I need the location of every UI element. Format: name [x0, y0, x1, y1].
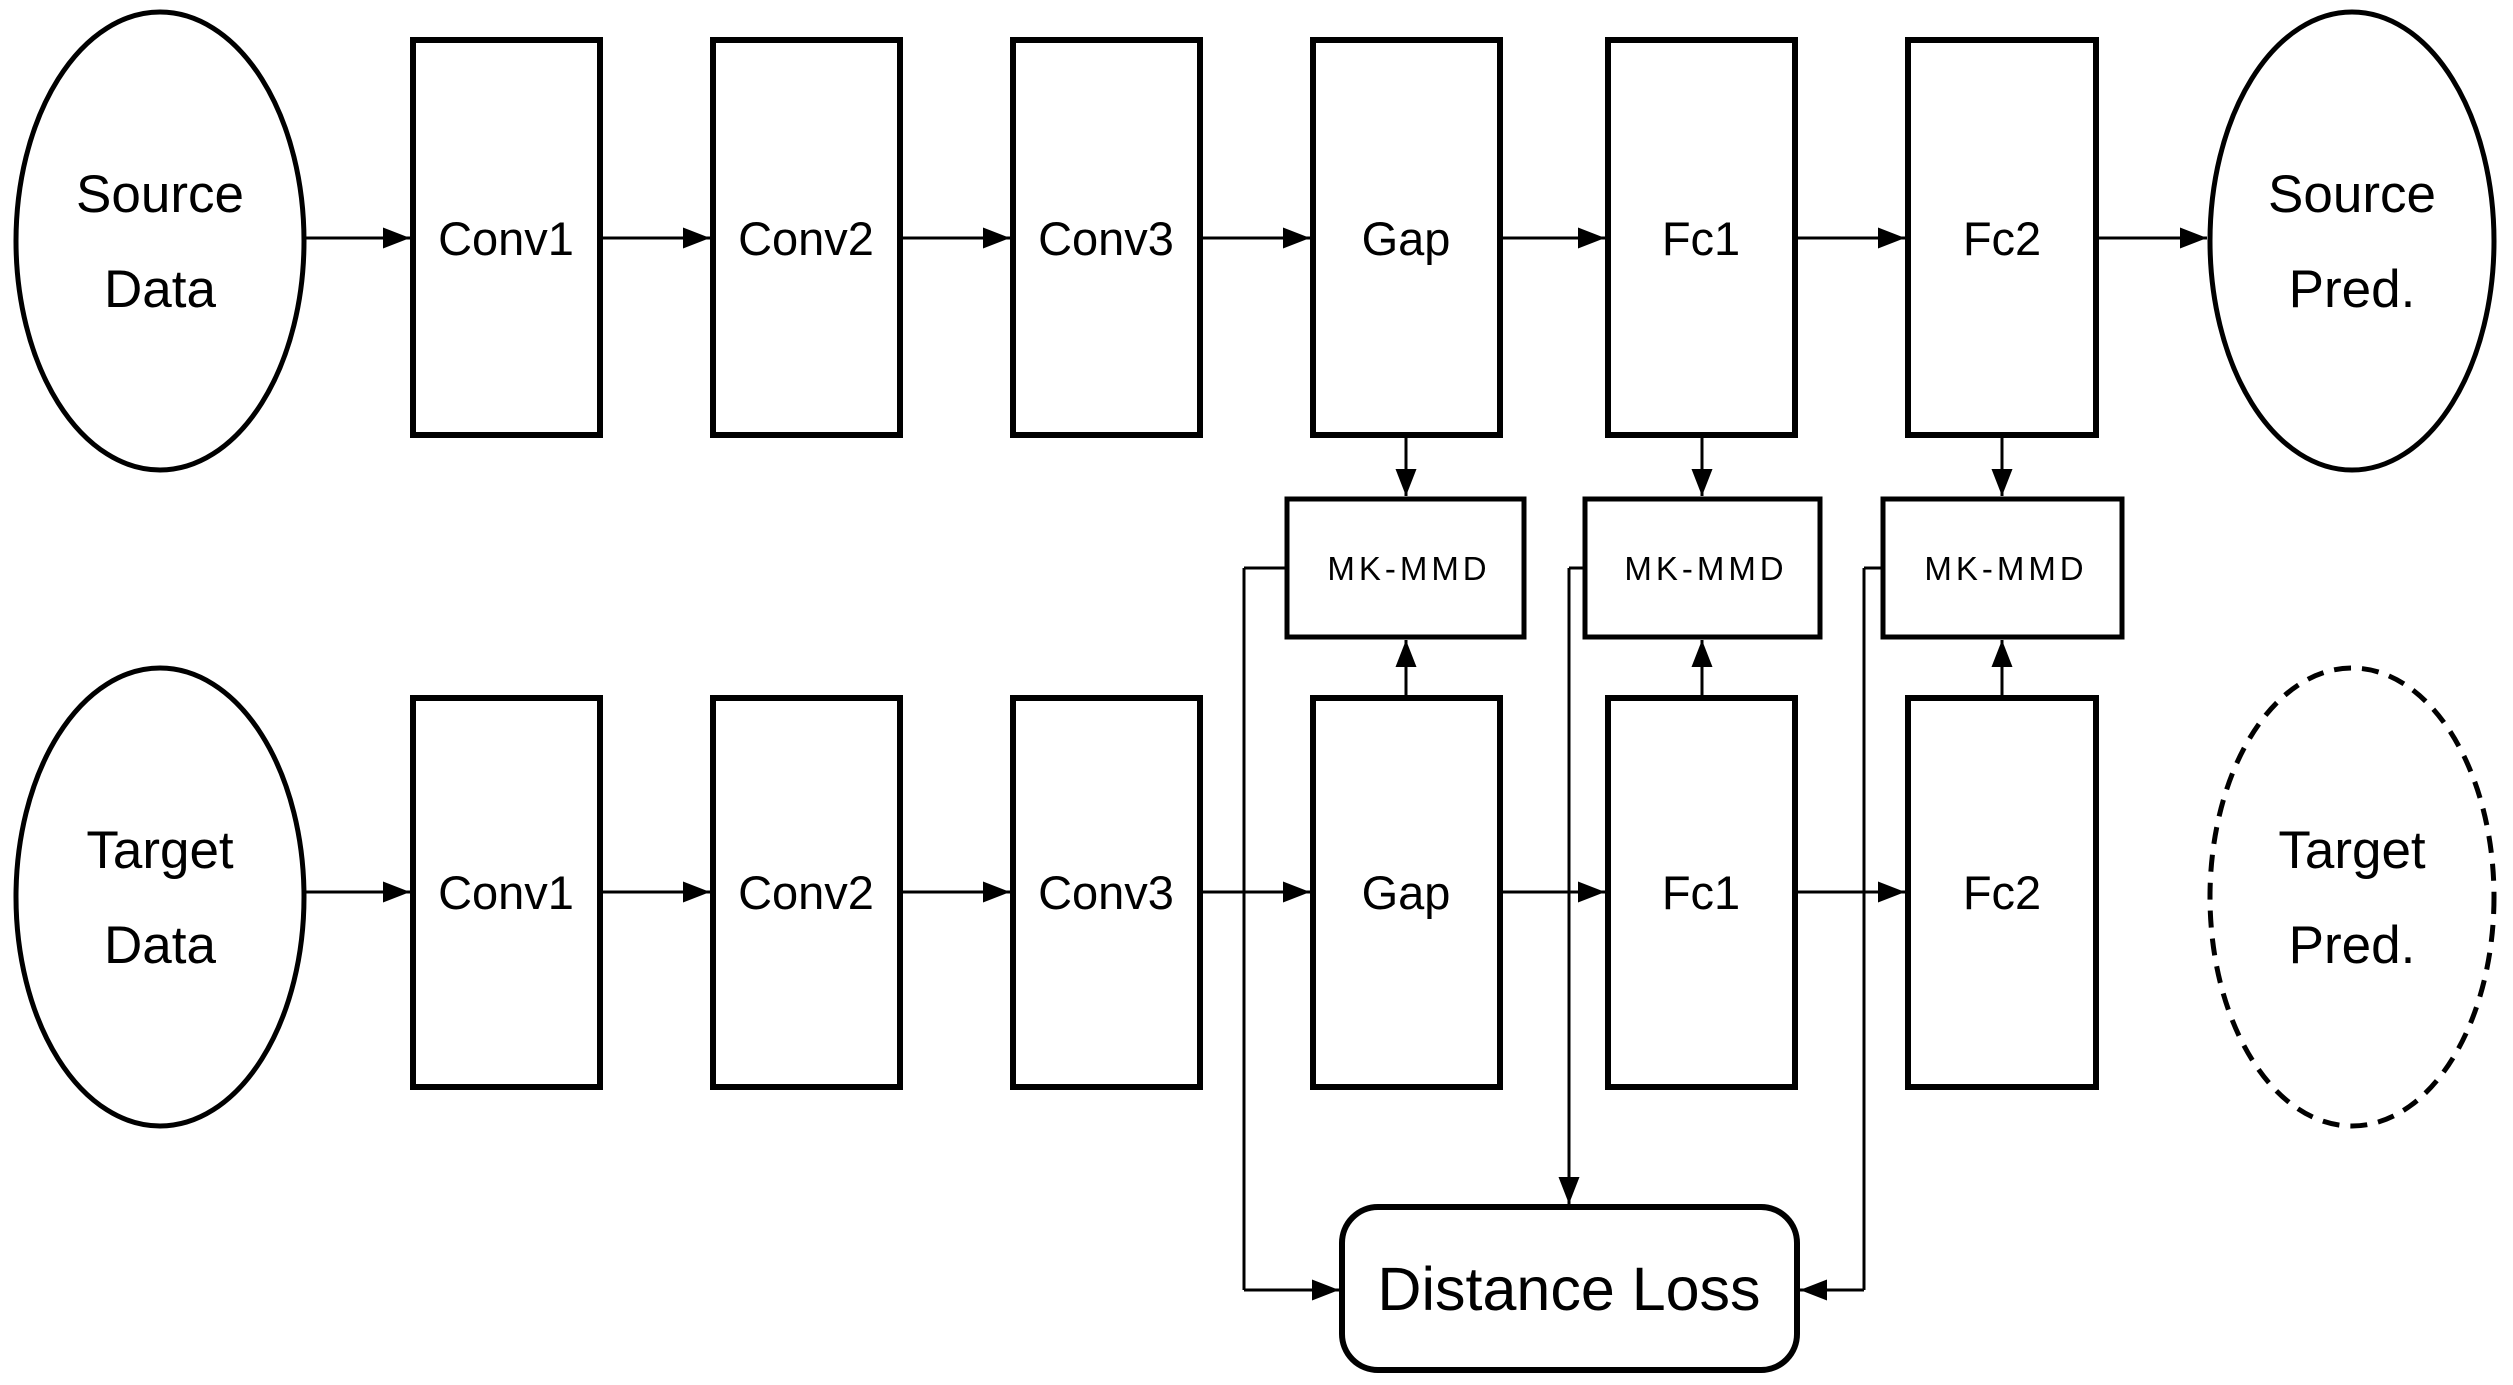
node-target-data: Target Data [13, 665, 307, 1129]
top-conv2-label: Conv2 [738, 212, 874, 265]
node-bottom-fc2: Fc2 [1905, 695, 2099, 1090]
mkmmd2-label: MK-MMD [1624, 550, 1787, 587]
mkmmd3-label: MK-MMD [1924, 550, 2087, 587]
node-bottom-gap: Gap [1310, 695, 1503, 1090]
node-bottom-conv3: Conv3 [1010, 695, 1203, 1090]
target-data-ellipse [13, 665, 307, 1129]
node-source-pred: Source Pred. [2207, 9, 2497, 473]
node-top-conv2: Conv2 [710, 37, 903, 438]
node-distance-loss: Distance Loss [1339, 1204, 1800, 1373]
source-pred-label-line1: Source [2268, 165, 2436, 224]
target-pred-label-line1: Target [2278, 821, 2426, 880]
top-row-layers: Conv1 Conv2 Conv3 Gap Fc1 Fc2 [410, 37, 2099, 438]
node-bottom-fc1: Fc1 [1605, 695, 1798, 1090]
top-gap-box [1310, 37, 1503, 438]
bottom-conv1-label: Conv1 [438, 866, 574, 919]
mkmmd-layers: MK-MMD MK-MMD MK-MMD [1284, 496, 2125, 640]
source-data-ellipse [13, 9, 307, 473]
bottom-fc2-box [1905, 695, 2099, 1090]
bottom-conv3-box [1010, 695, 1203, 1090]
bottom-conv2-label: Conv2 [738, 866, 874, 919]
bottom-gap-label: Gap [1362, 866, 1451, 919]
top-fc2-label: Fc2 [1963, 212, 2041, 265]
top-conv3-label: Conv3 [1038, 212, 1174, 265]
top-conv1-box [410, 37, 603, 438]
node-mkmmd3: MK-MMD [1880, 496, 2125, 640]
bottom-fc2-label: Fc2 [1963, 866, 2041, 919]
bottom-row-layers: Conv1 Conv2 Conv3 Gap Fc1 Fc2 [410, 695, 2099, 1090]
distance-loss-label: Distance Loss [1377, 1255, 1760, 1323]
node-top-fc1: Fc1 [1605, 37, 1798, 438]
bottom-fc1-box [1605, 695, 1798, 1090]
node-top-conv1: Conv1 [410, 37, 603, 438]
bottom-conv3-label: Conv3 [1038, 866, 1174, 919]
source-data-label-line1: Source [76, 165, 244, 224]
node-mkmmd1: MK-MMD [1284, 496, 1527, 640]
node-top-gap: Gap [1310, 37, 1503, 438]
top-conv3-box [1010, 37, 1203, 438]
top-conv2-box [710, 37, 903, 438]
mkmmd1-box [1284, 496, 1527, 640]
connector-lines [304, 227, 2207, 1301]
distance-loss-box [1339, 1204, 1800, 1373]
node-top-fc2: Fc2 [1905, 37, 2099, 438]
target-pred-ellipse [2207, 665, 2497, 1129]
mkmmd1-label: MK-MMD [1327, 550, 1490, 587]
bottom-gap-box [1310, 695, 1503, 1090]
top-gap-label: Gap [1362, 212, 1451, 265]
source-pred-ellipse [2207, 9, 2497, 473]
node-bottom-conv1: Conv1 [410, 695, 603, 1090]
top-fc1-box [1605, 37, 1798, 438]
bottom-fc1-label: Fc1 [1662, 866, 1740, 919]
source-pred-label-line2: Pred. [2289, 260, 2416, 319]
node-source-data: Source Data [13, 9, 307, 473]
bottom-conv2-box [710, 695, 903, 1090]
top-conv1-label: Conv1 [438, 212, 574, 265]
mkmmd3-box [1880, 496, 2125, 640]
node-mkmmd2: MK-MMD [1582, 496, 1823, 640]
target-data-label-line2: Data [104, 916, 216, 975]
source-data-label-line2: Data [104, 260, 216, 319]
mkmmd2-box [1582, 496, 1823, 640]
target-pred-label-line2: Pred. [2289, 916, 2416, 975]
node-top-conv3: Conv3 [1010, 37, 1203, 438]
target-data-label-line1: Target [86, 821, 234, 880]
top-fc1-label: Fc1 [1662, 212, 1740, 265]
node-target-pred: Target Pred. [2207, 665, 2497, 1129]
top-fc2-box [1905, 37, 2099, 438]
node-bottom-conv2: Conv2 [710, 695, 903, 1090]
bottom-conv1-box [410, 695, 603, 1090]
